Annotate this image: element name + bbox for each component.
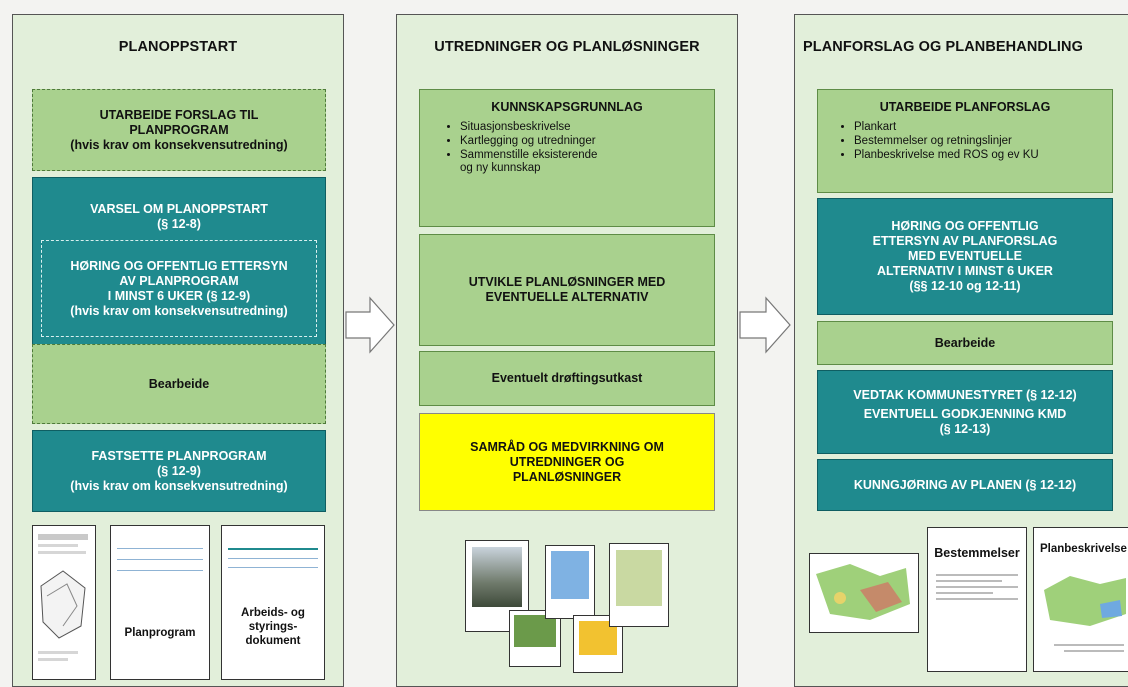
photo-thumbnail xyxy=(465,540,529,632)
box-samrad-medvirkning: SAMRÅD OG MEDVIRKNING OM UTREDNINGER OG … xyxy=(419,413,715,511)
box-line: MED EVENTUELLE xyxy=(908,249,1022,263)
box-utarbeide-forslag: UTARBEIDE FORSLAG TIL PLANPROGRAM (hvis … xyxy=(32,89,326,171)
box-line: (§ 12-8) xyxy=(157,217,201,231)
box-vedtak: VEDTAK KOMMUNESTYRET (§ 12-12) EVENTUELL… xyxy=(817,370,1113,454)
box-line: UTREDNINGER OG xyxy=(509,454,625,469)
bullet-list: Situasjonsbeskrivelse Kartlegging og utr… xyxy=(442,121,600,176)
box-line: UTARBEIDE FORSLAG TIL xyxy=(99,107,259,122)
box-utarbeide-planforslag: UTARBEIDE PLANFORSLAG Plankart Bestemmel… xyxy=(817,89,1113,193)
document-label: Planbeskrivelse xyxy=(1040,543,1127,555)
box-line: (hvis krav om konsekvensutredning) xyxy=(70,303,288,318)
box-kunnskapsgrunnlag: KUNNSKAPSGRUNNLAG Situasjonsbeskrivelse … xyxy=(419,89,715,227)
bullet-list: Plankart Bestemmelser og retningslinjer … xyxy=(836,121,1039,163)
box-bearbeide: Bearbeide xyxy=(817,321,1113,365)
box-line: SAMRÅD OG MEDVIRKNING OM xyxy=(470,439,664,454)
column-title: UTREDNINGER OG PLANLØSNINGER xyxy=(434,39,700,55)
box-line: (§§ 12-10 og 12-11) xyxy=(909,279,1021,293)
box-line: HØRING OG OFFENTLIG ETTERSYN xyxy=(70,258,288,273)
box-horing-planprogram: HØRING OG OFFENTLIG ETTERSYN AV PLANPROG… xyxy=(41,240,317,337)
map-thumbnail xyxy=(809,553,919,633)
document-planbeskrivelse: Planbeskrivelse xyxy=(1033,527,1128,672)
box-line: I MINST 6 UKER (§ 12-9) xyxy=(107,288,251,303)
bullet-item: Situasjonsbeskrivelse xyxy=(460,121,600,134)
document-label: Bestemmelser xyxy=(934,546,1020,560)
box-line: (hvis krav om konsekvensutredning) xyxy=(70,478,288,493)
arrow-right-icon xyxy=(739,296,791,354)
box-line: (§ 12-13) xyxy=(939,421,991,436)
document-label: Planprogram xyxy=(124,627,196,639)
box-line: HØRING OG OFFENTLIG xyxy=(891,219,1039,233)
document-map-thumbnail xyxy=(32,525,96,680)
box-line: EVENTUELLE ALTERNATIV xyxy=(485,290,649,304)
box-heading: UTARBEIDE PLANFORSLAG xyxy=(879,100,1051,114)
document-label: Arbeids- og xyxy=(241,607,305,619)
box-line: (§ 12-9) xyxy=(157,463,201,478)
document-planprogram: Planprogram xyxy=(110,525,210,680)
arrow-right-icon xyxy=(345,296,395,354)
map-thumbnail-icon xyxy=(38,534,88,661)
document-label: styrings- xyxy=(248,621,298,633)
box-varsel-planoppstart: VARSEL OM PLANOPPSTART (§ 12-8) xyxy=(32,177,326,349)
box-droftingsutkast: Eventuelt drøftingsutkast xyxy=(419,351,715,406)
box-line: ALTERNATIV I MINST 6 UKER xyxy=(877,264,1053,278)
box-fastsette-planprogram: FASTSETTE PLANPROGRAM (§ 12-9) (hvis kra… xyxy=(32,430,326,512)
box-line: PLANLØSNINGER xyxy=(512,469,622,484)
bullet-item: Kartlegging og utredninger xyxy=(460,135,600,148)
bullet-item: Plankart xyxy=(854,121,1039,134)
box-utvikle-planlosninger: UTVIKLE PLANLØSNINGER MED EVENTUELLE ALT… xyxy=(419,234,715,346)
box-line: AV PLANPROGRAM xyxy=(119,273,239,288)
column-title: PLANOPPSTART xyxy=(118,39,238,55)
box-line: PLANPROGRAM xyxy=(129,122,229,137)
box-heading: KUNNSKAPSGRUNNLAG xyxy=(491,100,643,114)
photo-thumbnail xyxy=(509,610,561,667)
column-planoppstart: PLANOPPSTART UTARBEIDE FORSLAG TIL PLANP… xyxy=(12,14,344,687)
bullet-item: Planbeskrivelse med ROS og ev KU xyxy=(854,149,1039,162)
document-bestemmelser: Bestemmelser xyxy=(927,527,1027,672)
box-line: EVENTUELL GODKJENNING KMD xyxy=(863,406,1067,421)
map-thumbnail xyxy=(609,543,669,627)
map-icon xyxy=(1044,576,1126,626)
bullet-item: Sammenstille eksisterende og ny kunnskap xyxy=(460,149,600,175)
box-horing-planforslag: HØRING OG OFFENTLIG ETTERSYN AV PLANFORS… xyxy=(817,198,1113,315)
box-line: VEDTAK KOMMUNESTYRET (§ 12-12) xyxy=(853,387,1077,402)
box-line: (hvis krav om konsekvensutredning) xyxy=(70,137,288,152)
box-line: ETTERSYN AV PLANFORSLAG xyxy=(872,234,1058,248)
bullet-item: Bestemmelser og retningslinjer xyxy=(854,135,1039,148)
document-label: dokument xyxy=(245,635,301,647)
column-utredninger: UTREDNINGER OG PLANLØSNINGER KUNNSKAPSGR… xyxy=(396,14,738,687)
box-kunngjoring: KUNNGJØRING AV PLANEN (§ 12-12) xyxy=(817,459,1113,511)
box-line: FASTSETTE PLANPROGRAM xyxy=(91,448,267,463)
document-arbeids-styring: Arbeids- og styrings- dokument xyxy=(221,525,325,680)
box-line: UTVIKLE PLANLØSNINGER MED xyxy=(468,275,666,289)
box-bearbeide: Bearbeide xyxy=(32,344,326,424)
map-icon xyxy=(816,564,910,620)
column-planforslag: PLANFORSLAG OG PLANBEHANDLING UTARBEIDE … xyxy=(794,14,1128,687)
map-thumbnail xyxy=(545,545,595,619)
column-title: PLANFORSLAG OG PLANBEHANDLING xyxy=(803,39,1084,55)
box-line: VARSEL OM PLANOPPSTART xyxy=(90,202,268,216)
